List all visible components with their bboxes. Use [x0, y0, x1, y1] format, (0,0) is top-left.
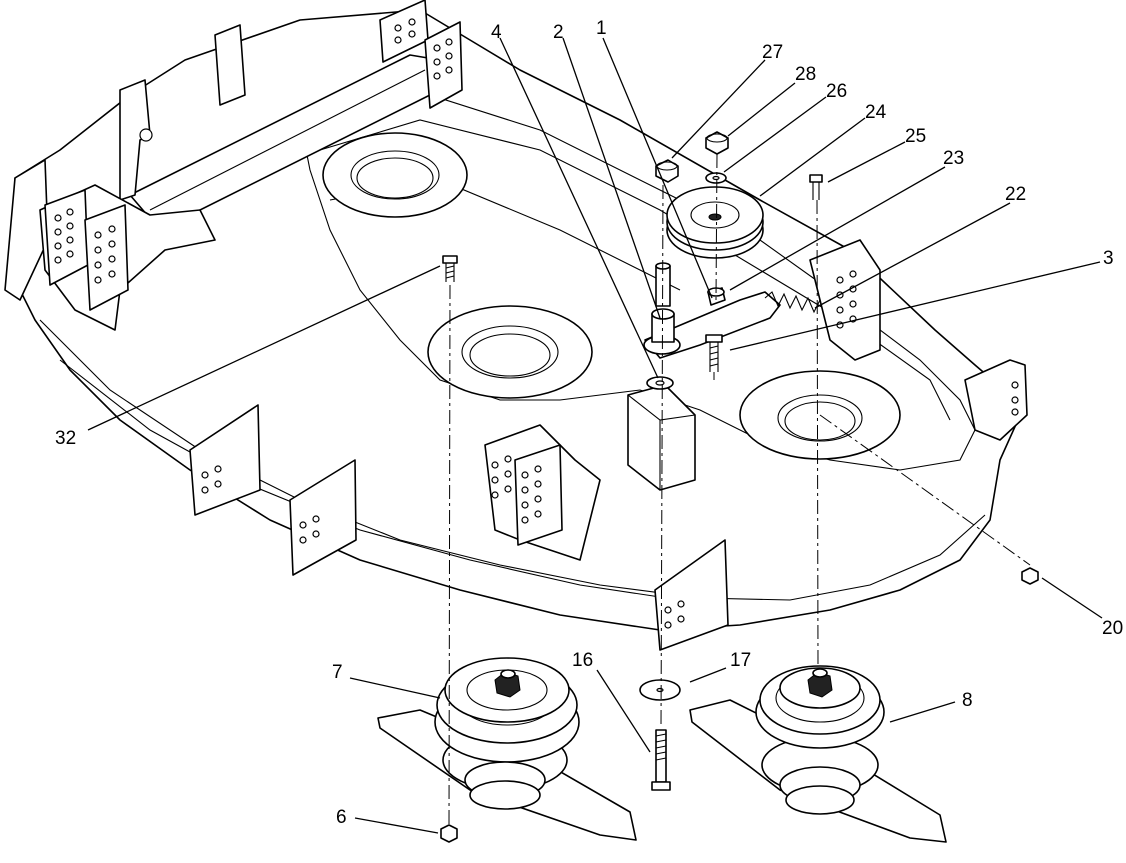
front-brackets	[189, 239, 1028, 651]
callout-25: 25	[905, 126, 926, 147]
callout-23: 23	[943, 148, 964, 169]
left-spindle-blade	[377, 657, 637, 843]
callout-20: 20	[1102, 618, 1123, 639]
callout-8: 8	[962, 690, 973, 711]
center-lower-hardware	[639, 679, 681, 791]
callout-27: 27	[762, 42, 783, 63]
callout-16: 16	[572, 650, 593, 671]
spindle-mount-center	[427, 305, 593, 399]
idler-pulley	[666, 186, 764, 259]
callout-7: 7	[332, 662, 343, 683]
callout-2: 2	[553, 22, 564, 43]
callout-24: 24	[865, 102, 887, 123]
callout-26: 26	[826, 81, 847, 102]
left-baffle	[39, 184, 216, 331]
callout-17: 17	[730, 650, 751, 671]
callout-22: 22	[1005, 184, 1026, 205]
axis-lines	[448, 153, 1031, 826]
callout-32: 32	[55, 428, 76, 449]
callout-1: 1	[596, 18, 607, 39]
right-spindle-blade	[689, 665, 947, 843]
leader-lines	[87, 37, 1103, 834]
callout-3: 3	[1103, 248, 1114, 269]
idler-arm	[643, 262, 821, 390]
top-hardware	[442, 131, 1039, 585]
spindle-mount-left	[322, 132, 468, 218]
callout-labels: 1 2 3 4 6 7 8 16 17 20 22 23 24 25 26 27…	[55, 18, 1123, 828]
callout-6: 6	[336, 807, 347, 828]
callout-4: 4	[491, 22, 502, 43]
callout-28: 28	[795, 64, 816, 85]
